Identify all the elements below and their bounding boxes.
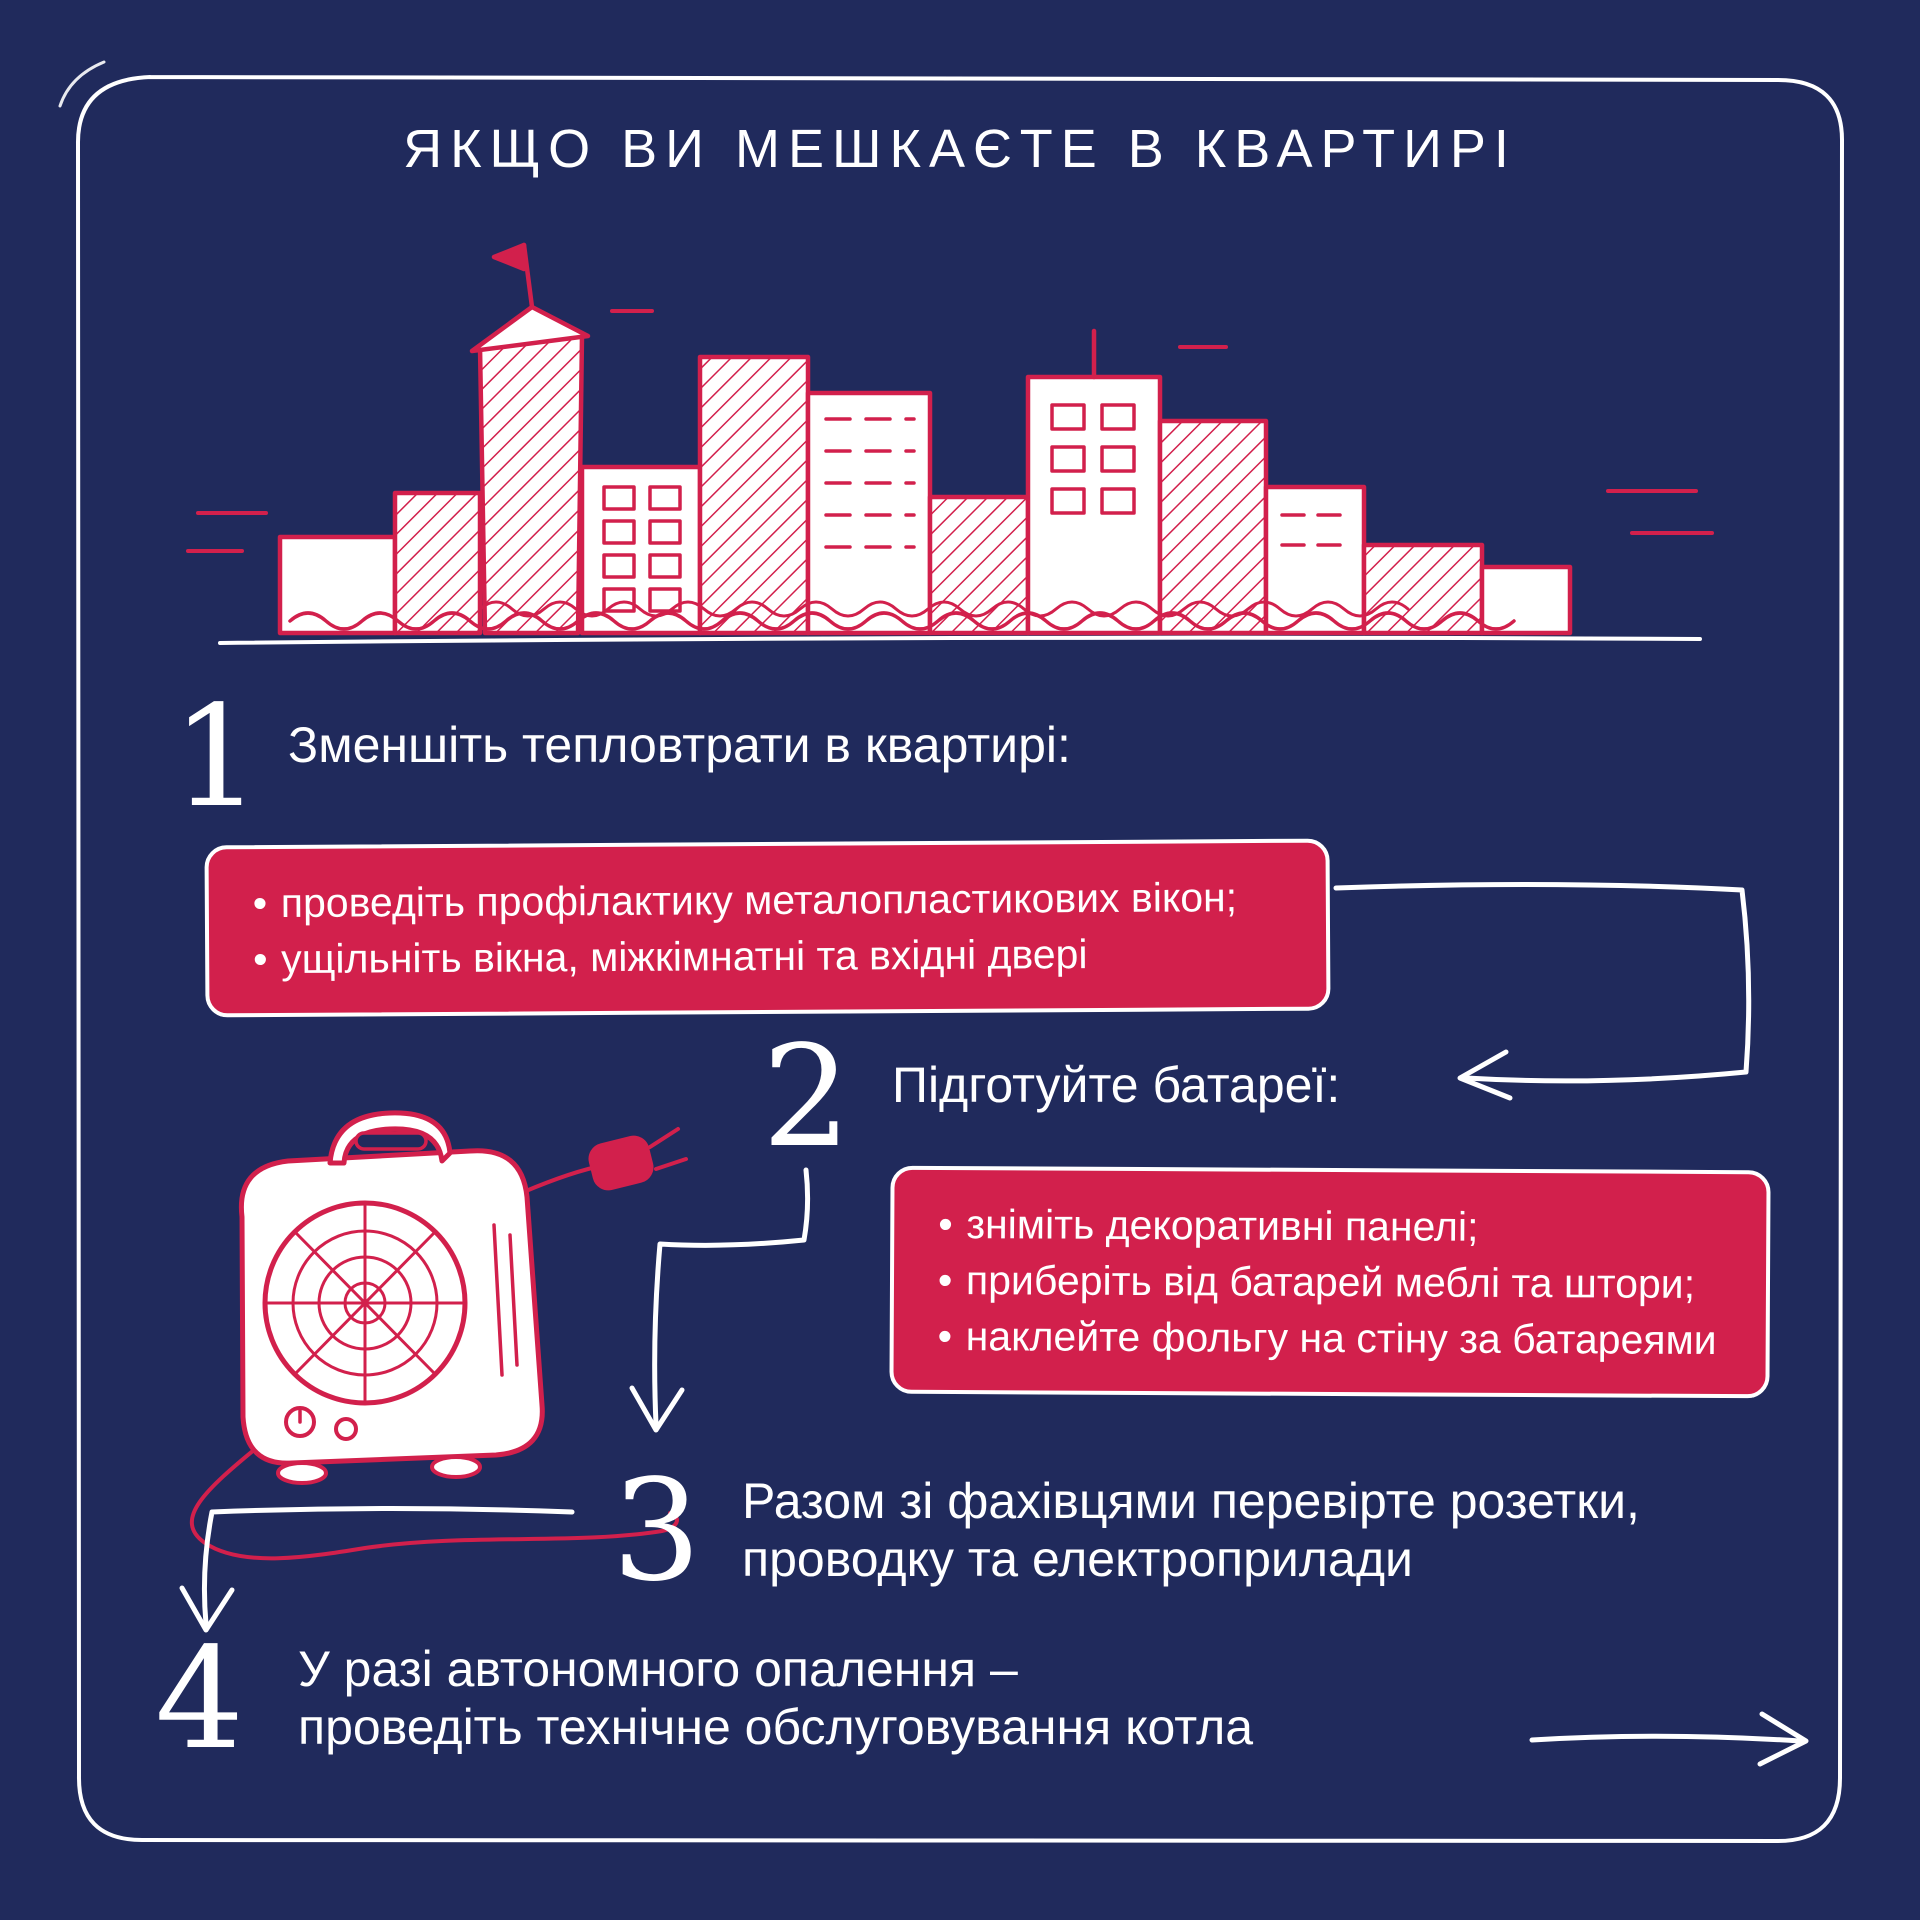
city-skyline-illustration <box>186 242 1714 645</box>
ground-line <box>218 635 1702 645</box>
skyline-buildings <box>186 242 1714 636</box>
page-title: ЯКЩО ВИ МЕШКАЄТЕ В КВАРТИРІ <box>403 119 1517 179</box>
heater-grille <box>262 1200 468 1406</box>
bullet-item: проведіть профілактику металопластикових… <box>247 869 1288 931</box>
step-2-number: 2 <box>762 1016 852 1179</box>
step-4-line-1: У разі автономного опалення – <box>298 1641 1018 1697</box>
step-3-line-2: проводку та електроприлади <box>742 1531 1413 1587</box>
step-3-line-1: Разом зі фахівцями перевірте розетки, <box>742 1473 1640 1529</box>
step-4-line-2: проведіть технічне обслуговування котла <box>298 1699 1254 1755</box>
step-3-label: Разом зі фахівцями перевірте розетки, пр… <box>742 1472 1640 1588</box>
arrow-box1-to-step2 <box>1333 881 1752 1101</box>
step-2-bullet-list: зніміть декоративні панелі; приберіть ві… <box>932 1196 1729 1368</box>
step-1-bullet-list: проведіть профілактику металопластикових… <box>247 869 1289 987</box>
power-plug-icon <box>588 1127 688 1191</box>
bullet-item: наклейте фольгу на стіну за батареями <box>932 1308 1728 1368</box>
step-3-number: 3 <box>612 1450 702 1613</box>
step-2-callout-box: зніміть декоративні панелі; приберіть ві… <box>889 1165 1771 1399</box>
step-1-number: 1 <box>172 676 262 839</box>
step-2-label: Підготуйте батареї: <box>892 1057 1341 1113</box>
arrow-continue-right <box>1529 1711 1809 1767</box>
step-1-label: Зменшіть тепловтрати в квартирі: <box>288 717 1071 773</box>
bullet-item: зніміть декоративні панелі; <box>932 1196 1728 1256</box>
bullet-item: ущільніть вікна, міжкімнатні та вхідні д… <box>247 925 1288 987</box>
step-4-number: 4 <box>155 1618 245 1781</box>
step-1-callout-box: проведіть профілактику металопластикових… <box>204 838 1331 1018</box>
step-4-label: У разі автономного опалення – проведіть … <box>298 1640 1253 1756</box>
frame-sketch-quirk <box>58 60 106 108</box>
bullet-item: приберіть від батарей меблі та штори; <box>932 1252 1728 1312</box>
